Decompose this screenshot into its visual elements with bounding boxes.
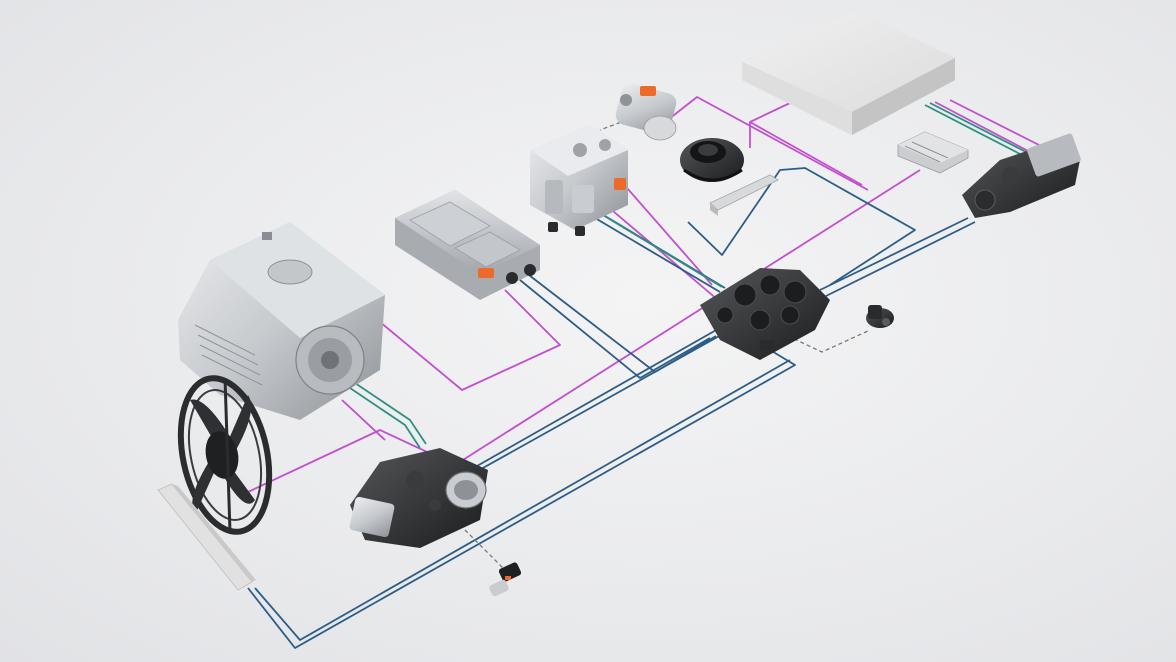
chiller-icon: [962, 133, 1081, 218]
blue-pipe: [524, 271, 717, 373]
green-pipe: [354, 382, 427, 445]
fan-icon: [177, 375, 273, 535]
radiator-icon: [157, 483, 256, 591]
blue-pipe: [687, 167, 916, 286]
signal-line: [454, 519, 506, 571]
green-coolant-lines: [349, 102, 1029, 449]
pump-icon: [349, 448, 488, 548]
magenta-pipe: [934, 101, 1031, 153]
connector-icon: [640, 86, 656, 96]
blue-pipe: [819, 217, 969, 291]
magenta-pipe: [749, 121, 863, 186]
compressor-icon: [615, 83, 677, 141]
green-pipe: [924, 104, 1023, 156]
signal-lines: [454, 114, 871, 571]
battery-pack-icon: [742, 10, 955, 135]
blue-pipe: [254, 359, 791, 641]
blue-pipe: [247, 349, 796, 649]
blower-icon: [680, 138, 744, 182]
magenta-pipe: [949, 99, 1046, 149]
magenta-pipe: [341, 399, 386, 441]
valve-icon: [489, 562, 522, 597]
blue-pipe: [519, 279, 711, 379]
green-pipe: [929, 102, 1029, 154]
heat-exchanger-icon: [709, 174, 779, 216]
blue-pipe: [469, 324, 726, 471]
magenta-pipe: [619, 179, 713, 286]
inverter-icon: [395, 190, 540, 300]
electric-motor-icon: [178, 222, 385, 420]
green-pipe: [587, 205, 723, 288]
magenta-pipe: [599, 199, 719, 301]
connector-icon: [614, 178, 626, 190]
blue-pipe: [825, 221, 976, 297]
blue-pipe: [589, 214, 721, 293]
magenta-pipe: [379, 289, 561, 391]
coolant-valve-manifold-icon: [700, 268, 830, 360]
electric-compressor-icon: [530, 125, 628, 236]
ecu-icon: [897, 131, 969, 174]
connector-icon: [478, 268, 494, 278]
magenta-pipe: [247, 169, 921, 493]
water-pump-icon: [866, 305, 894, 328]
green-pipe: [349, 387, 421, 449]
blue-coolant-lines: [247, 167, 976, 649]
